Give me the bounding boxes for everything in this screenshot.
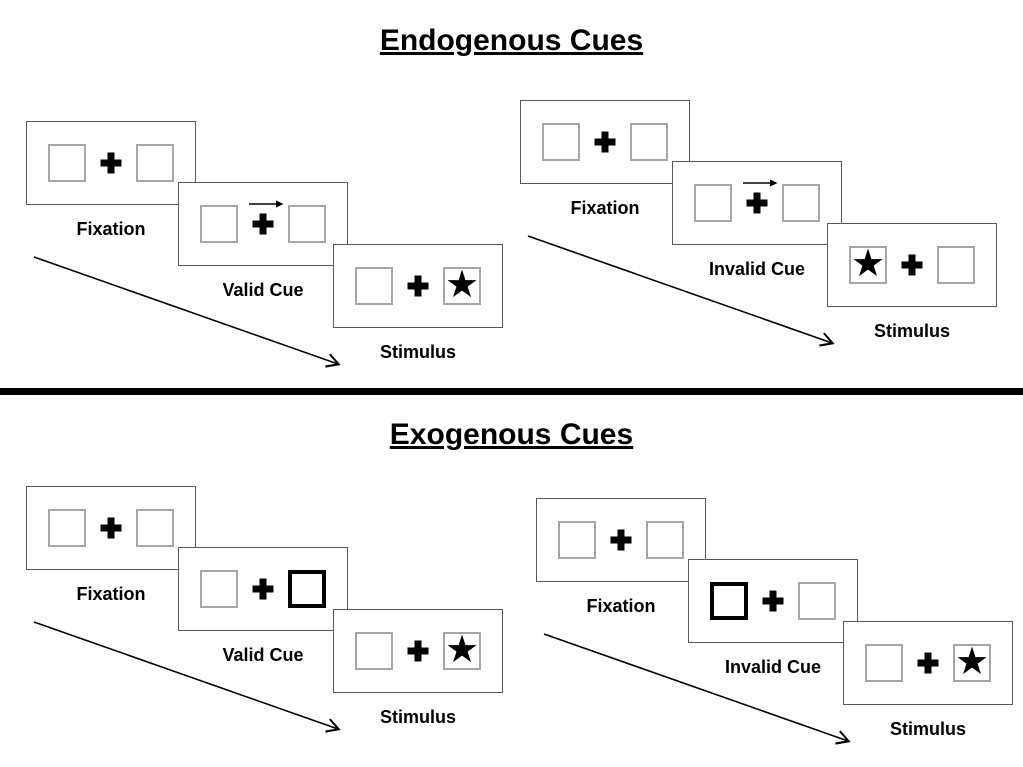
plus-icon xyxy=(746,192,768,214)
fixation-cross xyxy=(99,516,123,540)
right-box xyxy=(798,582,836,620)
star-icon: ★ xyxy=(444,264,480,306)
stimulus-panel: ★ xyxy=(333,609,503,693)
fixation-cross xyxy=(761,589,785,613)
plus-icon xyxy=(100,152,122,174)
plus-icon xyxy=(901,254,923,276)
invalid-cue-label: Invalid Cue xyxy=(708,259,806,279)
section-divider xyxy=(0,388,1023,395)
right-box xyxy=(782,184,820,222)
plus-icon xyxy=(407,275,429,297)
right-arrow-cue-icon xyxy=(743,179,778,187)
plus-icon xyxy=(594,131,616,153)
fixation-panel xyxy=(26,121,196,205)
left-box xyxy=(200,205,238,243)
plus-icon xyxy=(917,652,939,674)
exogenous-section-title: Exogenous Cues xyxy=(389,418,634,451)
fixation-cross-with-cue xyxy=(249,200,284,236)
plus-icon xyxy=(407,640,429,662)
invalid-cue-panel xyxy=(672,161,842,245)
fixation-cross xyxy=(609,528,633,552)
fixation-label: Fixation xyxy=(76,584,146,604)
star-icon: ★ xyxy=(444,629,480,671)
left-box xyxy=(48,144,86,182)
right-box: ★ xyxy=(443,264,481,306)
fixation-cross xyxy=(916,651,940,675)
stimulus-label: Stimulus xyxy=(873,321,950,341)
right-box: ★ xyxy=(443,629,481,671)
plus-icon xyxy=(100,517,122,539)
fixation-label: Fixation xyxy=(586,596,656,616)
plus-icon xyxy=(252,578,274,600)
endogenous-section-title: Endogenous Cues xyxy=(379,24,644,57)
left-box xyxy=(694,184,732,222)
right-box: ★ xyxy=(953,641,991,683)
fixation-label: Fixation xyxy=(76,219,146,239)
fixation-cross xyxy=(406,639,430,663)
star-icon: ★ xyxy=(954,641,990,683)
right-box xyxy=(136,144,174,182)
fixation-cross xyxy=(406,274,430,298)
right-box xyxy=(288,205,326,243)
stimulus-label: Stimulus xyxy=(379,707,456,727)
plus-icon xyxy=(252,213,274,235)
sequence-arrow xyxy=(33,256,341,368)
fixation-cross xyxy=(99,151,123,175)
left-box xyxy=(355,267,393,305)
left-box xyxy=(542,123,580,161)
left-box xyxy=(558,521,596,559)
right-box xyxy=(630,123,668,161)
right-box xyxy=(136,509,174,547)
stimulus-panel: ★ xyxy=(843,621,1013,705)
stimulus-panel: ★ xyxy=(333,244,503,328)
valid-cue-label: Valid Cue xyxy=(222,645,304,665)
invalid-cue-panel xyxy=(688,559,858,643)
fixation-cross xyxy=(900,253,924,277)
right-box xyxy=(646,521,684,559)
sequence-arrow xyxy=(33,621,341,733)
invalid-cue-label: Invalid Cue xyxy=(724,657,822,677)
valid-cue-panel xyxy=(178,182,348,266)
left-box xyxy=(48,509,86,547)
stimulus-panel: ★ xyxy=(827,223,997,307)
left-box xyxy=(865,644,903,682)
left-box xyxy=(200,570,238,608)
stimulus-label: Stimulus xyxy=(379,342,456,362)
fixation-panel xyxy=(520,100,690,184)
fixation-panel xyxy=(536,498,706,582)
left-box xyxy=(355,632,393,670)
right-box-cue-highlight xyxy=(288,570,326,608)
valid-cue-label: Valid Cue xyxy=(222,280,304,300)
left-box-cue-highlight xyxy=(710,582,748,620)
plus-icon xyxy=(610,529,632,551)
star-icon: ★ xyxy=(850,243,886,285)
fixation-cross xyxy=(251,577,275,601)
stimulus-label: Stimulus xyxy=(889,719,966,739)
sequence-arrow xyxy=(527,235,835,347)
right-box xyxy=(937,246,975,284)
right-arrow-cue-icon xyxy=(249,200,284,208)
fixation-cross xyxy=(593,130,617,154)
fixation-cross-with-cue xyxy=(743,179,778,215)
sequence-arrow xyxy=(543,633,851,745)
fixation-panel xyxy=(26,486,196,570)
plus-icon xyxy=(762,590,784,612)
fixation-label: Fixation xyxy=(570,198,640,218)
left-box: ★ xyxy=(849,243,887,285)
valid-cue-panel xyxy=(178,547,348,631)
